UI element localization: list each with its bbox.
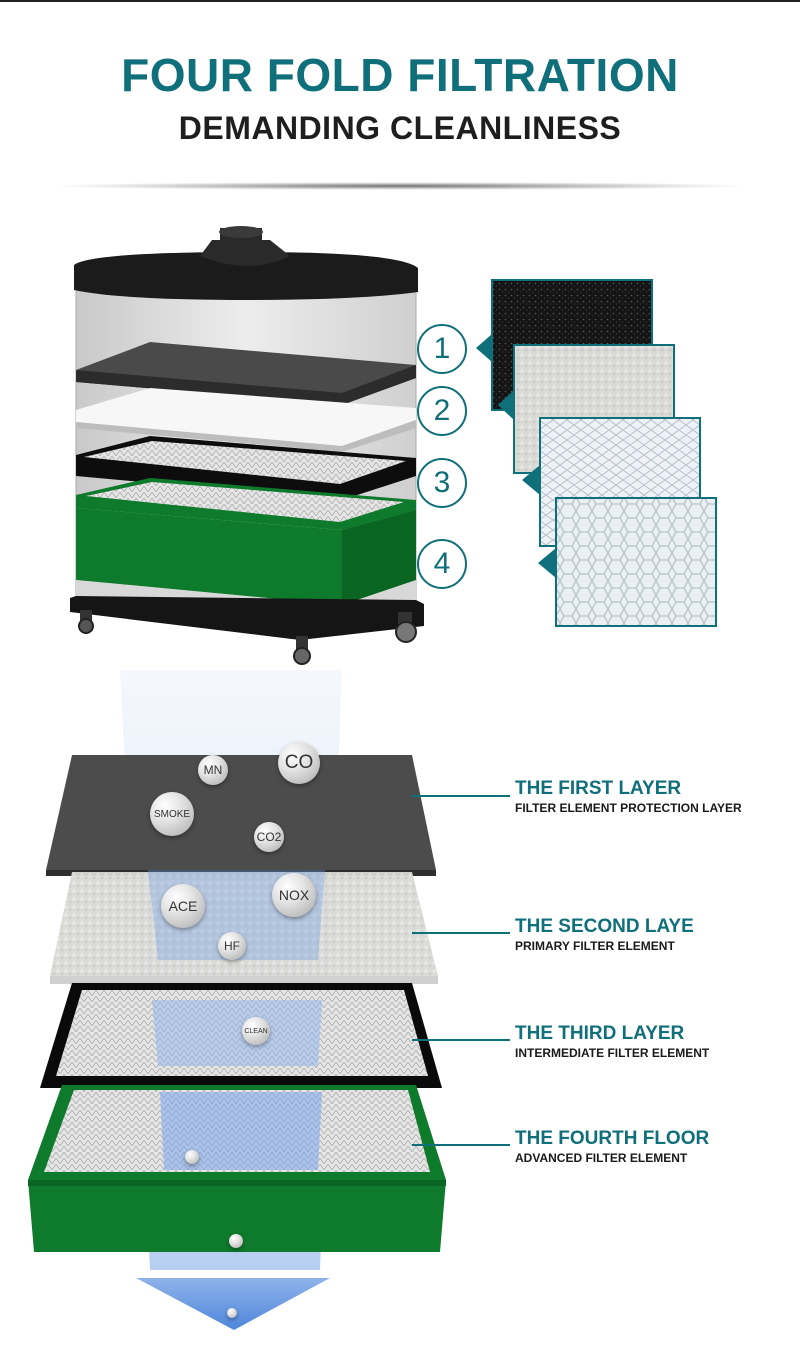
cabinet-layer-2 bbox=[76, 388, 416, 452]
exploded-layer-3 bbox=[40, 983, 442, 1088]
layer-title-1: THE FIRST LAYER bbox=[515, 778, 682, 799]
layer-subtitle-3: INTERMEDIATE FILTER ELEMENT bbox=[515, 1046, 710, 1060]
outflow-arrow bbox=[136, 1278, 330, 1330]
cabinet-wheels bbox=[78, 610, 417, 665]
droplet bbox=[229, 1234, 243, 1248]
step-number-4: 4 bbox=[417, 539, 467, 589]
swatch-hex bbox=[538, 497, 717, 627]
exploded-layer-2 bbox=[50, 872, 438, 984]
exploded-layer-1 bbox=[46, 755, 436, 876]
bubble-ace: ACE bbox=[161, 884, 205, 928]
cabinet bbox=[70, 226, 424, 665]
layer-label-1: THE FIRST LAYER FILTER ELEMENT PROTECTIO… bbox=[515, 778, 742, 815]
bubble-smoke: SMOKE bbox=[150, 792, 194, 836]
droplet bbox=[227, 1308, 237, 1318]
layer-subtitle-1: FILTER ELEMENT PROTECTION LAYER bbox=[515, 801, 742, 815]
layer-subtitle-4: ADVANCED FILTER ELEMENT bbox=[515, 1151, 688, 1165]
step-number-1: 1 bbox=[417, 324, 467, 374]
layer-subtitle-2: PRIMARY FILTER ELEMENT bbox=[515, 939, 675, 953]
leader-lines bbox=[412, 795, 510, 1146]
bubble-hf: HF bbox=[218, 932, 246, 960]
step-number-3: 3 bbox=[417, 458, 467, 508]
step-number-2: 2 bbox=[417, 386, 467, 436]
layer-title-3: THE THIRD LAYER bbox=[515, 1023, 685, 1044]
cabinet-layer-4 bbox=[76, 478, 416, 605]
droplet bbox=[185, 1150, 199, 1164]
layer-title-2: THE SECOND LAYE bbox=[515, 916, 694, 937]
page-subtitle: DEMANDING CLEANLINESS bbox=[178, 110, 622, 146]
cabinet-layer-3 bbox=[76, 436, 416, 500]
bubble-nox: NOX bbox=[272, 873, 316, 917]
layer-label-4: THE FOURTH FLOOR ADVANCED FILTER ELEMENT bbox=[515, 1128, 709, 1165]
layer-label-3: THE THIRD LAYER INTERMEDIATE FILTER ELEM… bbox=[515, 1023, 709, 1060]
exploded-layer-4 bbox=[28, 1085, 446, 1252]
layer-title-4: THE FOURTH FLOOR bbox=[515, 1128, 710, 1149]
bubble-clean: CLEAN bbox=[242, 1017, 270, 1045]
top-border bbox=[0, 0, 800, 2]
page-title: FOUR FOLD FILTRATION bbox=[121, 49, 679, 101]
bubble-co: CO bbox=[278, 742, 320, 784]
bubble-mn: MN bbox=[198, 755, 228, 785]
layer-label-2: THE SECOND LAYE PRIMARY FILTER ELEMENT bbox=[515, 916, 694, 953]
bubble-co2: CO2 bbox=[254, 822, 284, 852]
title-divider bbox=[50, 182, 750, 190]
